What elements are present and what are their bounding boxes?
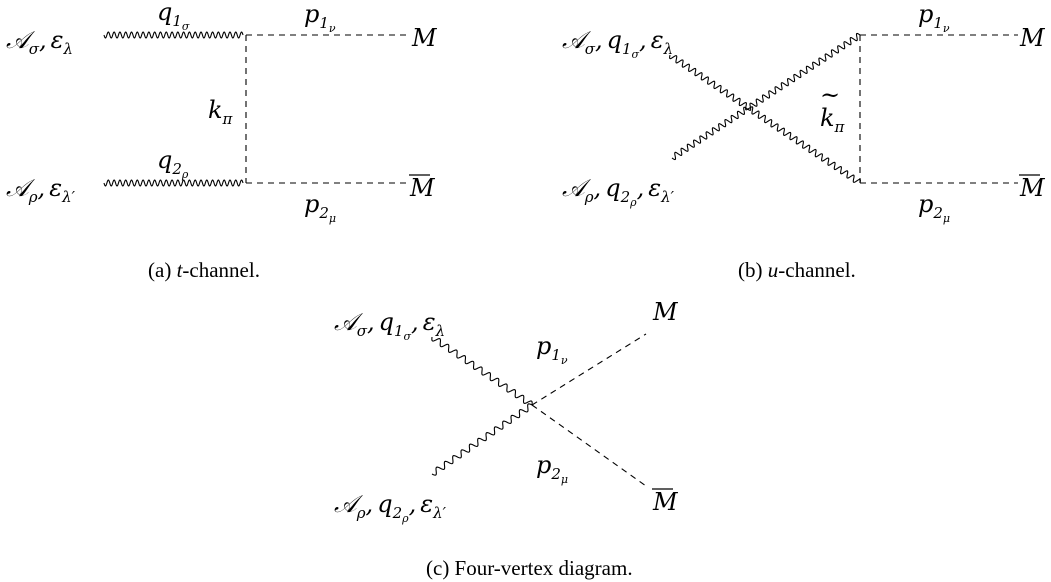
momentum-label-p1: p1ν bbox=[536, 332, 568, 367]
photon-line-top bbox=[103, 31, 244, 39]
meson-label: M bbox=[1019, 24, 1046, 52]
momentum-label-p2: p2μ bbox=[304, 190, 336, 225]
photon-line-crossed-2 bbox=[671, 32, 861, 161]
antimeson-label: M bbox=[1019, 174, 1046, 202]
propagator-label-k-tilde-pi: ~ kπ bbox=[820, 81, 846, 136]
svg-text:M: M bbox=[409, 174, 436, 202]
meson-line-out-bottom bbox=[531, 404, 647, 487]
caption-c: (c) Four-vertex diagram. bbox=[426, 556, 633, 580]
caption-a: (a) t-channel. bbox=[148, 258, 260, 282]
antimeson-label: M bbox=[652, 488, 679, 516]
momentum-label-p1: p1ν bbox=[918, 0, 950, 35]
momentum-label-p2: p2μ bbox=[536, 451, 568, 486]
momentum-label-p1: p1ν bbox=[304, 0, 336, 35]
photon-label-sigma: 𝒜σ,q1σ,ελ bbox=[562, 26, 673, 61]
photon-label-rho: 𝒜ρ,ελ′ bbox=[6, 174, 76, 206]
momentum-label-q1: q1σ bbox=[157, 0, 190, 33]
diagram-u-channel: 𝒜σ,q1σ,ελ p1ν M ~ kπ 𝒜ρ,q2ρ,ελ′ p2μ M bbox=[562, 0, 1046, 225]
meson-label: M bbox=[652, 298, 679, 326]
svg-text:~: ~ bbox=[820, 81, 840, 109]
antimeson-label: M bbox=[409, 174, 436, 202]
photon-line-bottom bbox=[103, 179, 244, 187]
photon-line-crossed-1 bbox=[669, 54, 861, 184]
meson-label: M bbox=[411, 24, 438, 52]
propagator-label-k-pi: kπ bbox=[208, 96, 234, 128]
photon-label-rho: 𝒜ρ,q2ρ,ελ′ bbox=[334, 490, 447, 525]
momentum-label-q2: q2ρ bbox=[157, 146, 189, 181]
photon-line-in-bottom bbox=[431, 403, 533, 476]
svg-text:M: M bbox=[1019, 174, 1046, 202]
photon-label-sigma: 𝒜σ,ελ bbox=[6, 26, 73, 58]
svg-text:kπ: kπ bbox=[820, 104, 846, 136]
momentum-label-p2: p2μ bbox=[918, 190, 950, 225]
svg-text:M: M bbox=[652, 488, 679, 516]
caption-b: (b) u-channel. bbox=[738, 258, 856, 282]
photon-line-in-top bbox=[431, 336, 533, 406]
diagram-four-vertex: 𝒜σ,q1σ,ελ p1ν M p2μ 𝒜ρ,q2ρ,ελ′ M bbox=[334, 298, 679, 525]
diagram-t-channel: 𝒜σ,ελ q1σ p1ν M kπ 𝒜ρ,ελ′ q2ρ p2μ M bbox=[6, 0, 438, 225]
meson-line-out-top bbox=[531, 333, 647, 406]
photon-label-rho: 𝒜ρ,q2ρ,ελ′ bbox=[562, 174, 675, 209]
photon-label-sigma: 𝒜σ,q1σ,ελ bbox=[334, 308, 445, 343]
